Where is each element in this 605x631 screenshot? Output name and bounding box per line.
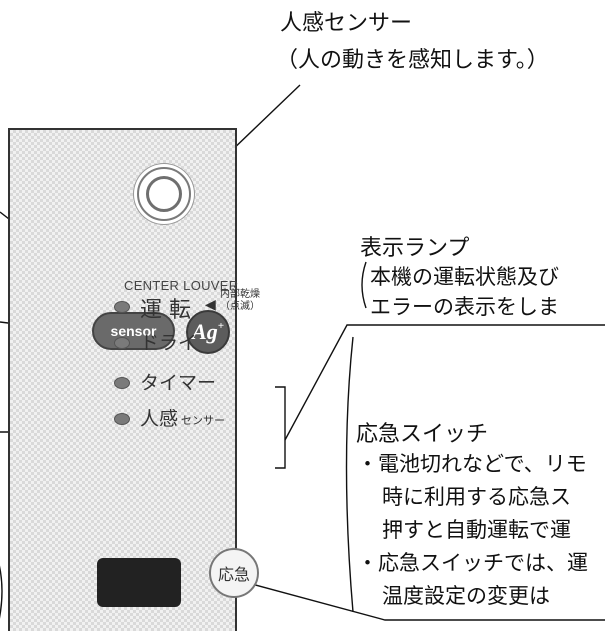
sensor-lens: [146, 176, 182, 212]
operation-lamp: [114, 301, 130, 313]
lamp-callout-line-2: エラーの表示をしま: [370, 295, 559, 319]
ag-logo-plus: +: [217, 320, 224, 332]
center-louver-label: CENTER LOUVER: [124, 278, 239, 293]
ag-logo: Ag+: [186, 310, 230, 354]
switch-callout-line-4: ・応急スイッチでは、運: [357, 551, 588, 575]
internal-dry-line-1: 内部乾燥: [220, 289, 260, 300]
sensor-callout-title: 人感センサー: [280, 11, 413, 36]
internal-dry-line-2: （点滅）: [220, 301, 260, 312]
emergency-switch-button[interactable]: 応急: [209, 548, 259, 598]
switch-text-bracket: [345, 336, 354, 613]
dry-lamp: [114, 337, 130, 349]
left-arrow-icon: ◀: [205, 297, 216, 313]
switch-callout-line-5: 温度設定の変更は: [382, 584, 550, 608]
lamp-bracket: [275, 386, 286, 469]
switch-callout-title: 応急スイッチ: [356, 422, 489, 447]
switch-callout-line-2: 時に利用する応急ス: [382, 485, 571, 509]
dry-lamp-label: ドライ: [140, 332, 198, 354]
internal-dry-note: 内部乾燥 （点滅）: [220, 289, 260, 313]
remote-receiver-window: [97, 558, 181, 607]
human-sensor-window: [137, 167, 191, 221]
lamp-callout-title: 表示ランプ: [360, 236, 470, 261]
timer-lamp: [114, 377, 130, 389]
switch-callout-line-3: 押すと自動運転で運: [382, 518, 571, 542]
left-edge-bracket: [0, 565, 3, 619]
sensor-lamp: [114, 413, 130, 425]
sensor-callout-description: （人の動きを感知します。）: [276, 48, 549, 73]
sensor-lamp-label: 人感: [140, 408, 179, 430]
switch-callout-line-1: ・電池切れなどで、リモ: [357, 452, 587, 476]
lamp-callout-line-1: 本機の運転状態及び: [370, 265, 559, 289]
sensor-logo-text: sensor: [110, 323, 157, 339]
sensor-lamp-sublabel: センサー: [181, 414, 225, 427]
emergency-switch-label: 応急: [217, 565, 250, 584]
operation-lamp-label: 運 転: [140, 298, 191, 323]
timer-lamp-label: タイマー: [140, 372, 217, 394]
lamp-text-bracket: [361, 261, 367, 309]
sensor-logo: sensor: [92, 312, 175, 350]
ag-logo-text: Ag: [192, 319, 218, 344]
